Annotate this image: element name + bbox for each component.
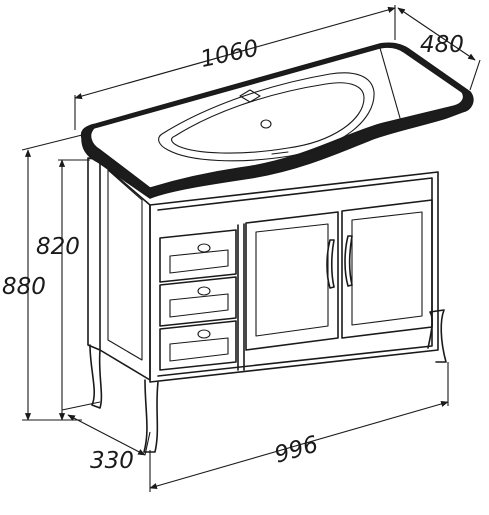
drawer-bottom[interactable]	[159, 320, 237, 371]
door-handle-icon	[344, 235, 353, 287]
vanity-cabinet	[87, 157, 447, 453]
drawer-stack	[159, 229, 237, 371]
dimension-label-base-depth: 330	[90, 448, 134, 474]
door-right[interactable]	[341, 199, 433, 339]
dimension-label-total-height: 880	[2, 274, 46, 300]
drawer-knob-icon	[197, 286, 211, 296]
dimension-label-top-depth: 480	[420, 32, 464, 58]
faucet-hole-icon	[239, 89, 261, 103]
drain-icon	[260, 119, 272, 129]
drawer-top[interactable]	[159, 229, 237, 283]
leg-front-right	[427, 309, 447, 363]
drawer-knob-icon	[197, 329, 211, 339]
dimension-label-cabinet-height: 820	[36, 234, 80, 260]
door-left[interactable]	[245, 211, 339, 351]
leg-front-left	[143, 379, 159, 453]
dimension-line-top-depth	[397, 7, 476, 61]
dimension-line-base-depth	[67, 414, 146, 456]
drawer-knob-icon	[197, 243, 211, 253]
basin-top	[80, 42, 474, 199]
dimension-line-base-width	[149, 400, 449, 490]
leg-back-left	[89, 344, 103, 409]
dimension-label-base-width: 996	[272, 432, 321, 469]
dimension-label-top-width: 1060	[198, 35, 261, 73]
basin-bowl	[158, 72, 375, 162]
dimension-lines	[21, 5, 481, 492]
door-handle-icon	[326, 239, 335, 289]
drawer-middle[interactable]	[159, 276, 237, 327]
